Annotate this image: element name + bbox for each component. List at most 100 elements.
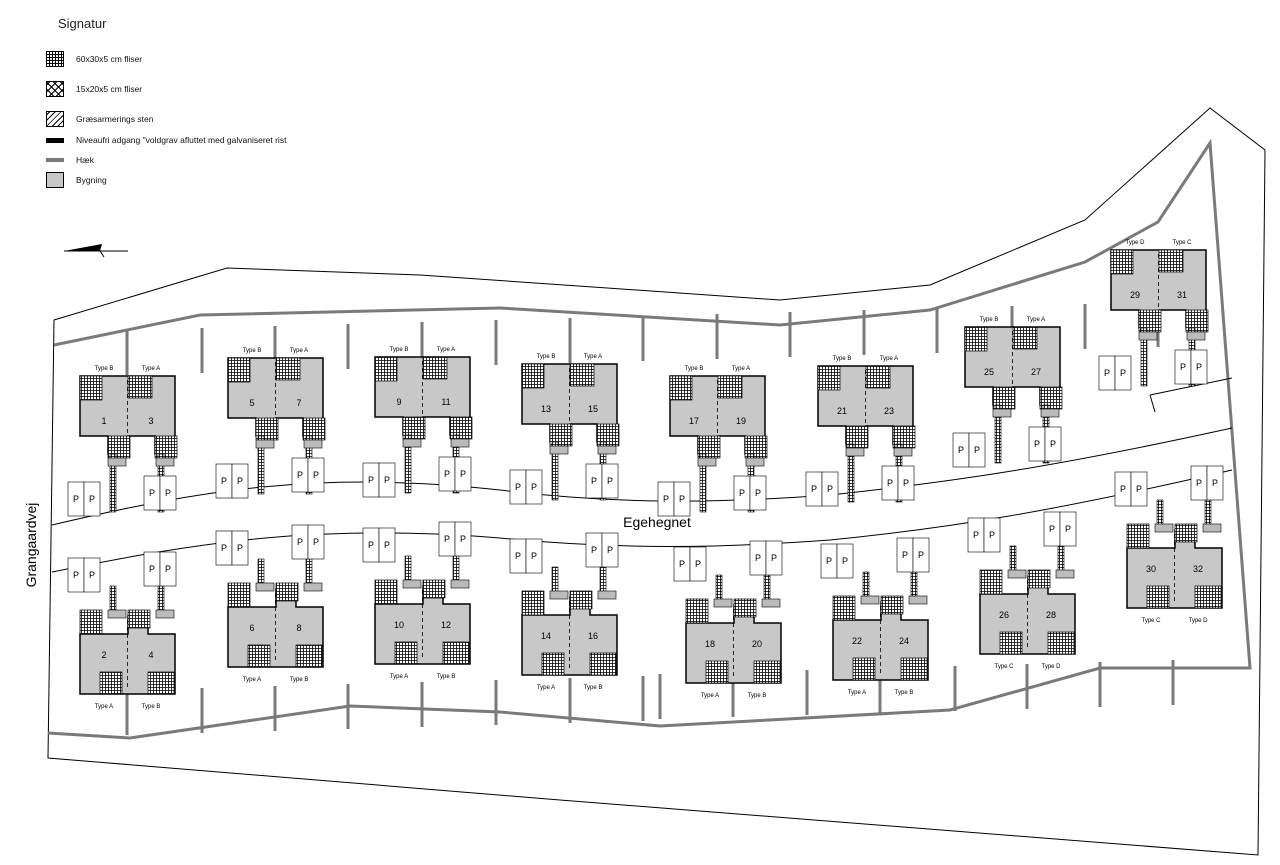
parking-label: P xyxy=(989,530,995,540)
parking-label: P xyxy=(1049,524,1055,534)
parking-label: P xyxy=(460,469,466,479)
entry-step xyxy=(549,445,569,455)
house-number: 27 xyxy=(1031,367,1041,377)
entry-step xyxy=(1007,569,1027,579)
tile-area xyxy=(295,644,323,668)
house-type-label: Type B xyxy=(980,317,999,323)
parking-label: P xyxy=(384,475,390,485)
tile-area xyxy=(442,641,470,665)
parking-label: P xyxy=(918,550,924,560)
entry-step xyxy=(1138,331,1158,341)
parking-bay xyxy=(673,481,691,517)
tile-area xyxy=(521,590,545,616)
parking-label: P xyxy=(313,470,319,480)
house-type-label: Type A xyxy=(732,366,750,372)
parking-bay xyxy=(1059,511,1077,547)
parking-label: P xyxy=(221,476,227,486)
parking-label: P xyxy=(1196,478,1202,488)
house-type-label: Type B xyxy=(243,348,262,354)
tile-area xyxy=(374,579,398,605)
house-type-label: Type B xyxy=(142,704,161,710)
parking-label: P xyxy=(444,469,450,479)
parking-label: P xyxy=(755,553,761,563)
house-number: 25 xyxy=(984,367,994,377)
entry-step xyxy=(549,590,569,600)
parking-label: P xyxy=(149,488,155,498)
entry-step xyxy=(1154,523,1174,533)
hedge-line-icon xyxy=(46,158,64,162)
parking-label: P xyxy=(902,550,908,560)
parking-bay xyxy=(231,463,249,499)
entry-step xyxy=(1055,569,1075,579)
entry-step xyxy=(597,590,617,600)
legend-label: 15x20x5 cm fliser xyxy=(76,84,143,94)
tile-area xyxy=(1047,631,1075,655)
parking-label: P xyxy=(237,543,243,553)
road-name-label: Egehegnet xyxy=(623,514,691,530)
tile-area xyxy=(669,375,693,401)
hedge-boundary xyxy=(47,138,1252,740)
tile-area xyxy=(589,652,617,676)
house-number: 28 xyxy=(1046,610,1056,620)
parking-label: P xyxy=(973,530,979,540)
legend-item-grid-tiles: 60x30x5 cm fliser xyxy=(46,50,142,68)
house-type-label: Type A xyxy=(880,356,898,362)
house-type-label: Type C xyxy=(1141,618,1161,624)
tile-area xyxy=(817,365,841,391)
house-number: 20 xyxy=(752,639,762,649)
building-swatch-icon xyxy=(46,172,64,188)
parking-label: P xyxy=(903,478,909,488)
entry-step xyxy=(402,438,422,448)
parking-bay xyxy=(897,465,915,501)
house-number: 13 xyxy=(541,404,551,414)
tile-area xyxy=(521,363,545,389)
entry-step xyxy=(845,447,865,457)
tile-area xyxy=(99,671,123,695)
house-type-label: Type D xyxy=(1125,240,1145,246)
house-type-label: Type A xyxy=(290,348,308,354)
entry-step xyxy=(1040,408,1060,418)
parking-label: P xyxy=(444,534,450,544)
parking-label: P xyxy=(1136,484,1142,494)
entry-step xyxy=(992,408,1012,418)
tile-area xyxy=(1158,249,1184,273)
house-number: 2 xyxy=(101,650,106,660)
tile-area xyxy=(79,375,103,401)
parking-label: P xyxy=(297,470,303,480)
parking-bay xyxy=(689,546,707,582)
parking-label: P xyxy=(149,564,155,574)
tile-area xyxy=(705,660,729,684)
access-path xyxy=(404,434,412,494)
parking-bay xyxy=(749,475,767,511)
parking-label: P xyxy=(165,564,171,574)
legend-item-building: Bygning xyxy=(46,171,107,189)
parking-bay xyxy=(454,456,472,492)
house-number: 9 xyxy=(396,397,401,407)
entry-step xyxy=(303,582,323,592)
parking-bay xyxy=(307,524,325,560)
legend-item-cross-tiles: 15x20x5 cm fliser xyxy=(46,80,142,98)
parking-label: P xyxy=(73,570,79,580)
entry-step xyxy=(908,595,928,605)
house-number: 32 xyxy=(1193,564,1203,574)
house-type-label: Type A xyxy=(437,347,455,353)
parking-bay xyxy=(1190,349,1208,385)
tile-area xyxy=(1126,523,1150,549)
parking-label: P xyxy=(695,559,701,569)
parking-label: P xyxy=(237,476,243,486)
parking-label: P xyxy=(1196,362,1202,372)
entry-step xyxy=(450,438,470,448)
tile-area xyxy=(127,609,151,629)
side-road-name-label: Grangaardvej xyxy=(23,503,39,588)
parking-label: P xyxy=(591,545,597,555)
house-type-label: Type A xyxy=(243,677,261,683)
parking-label: P xyxy=(827,484,833,494)
access-path xyxy=(1140,327,1148,387)
tile-area xyxy=(569,363,595,387)
